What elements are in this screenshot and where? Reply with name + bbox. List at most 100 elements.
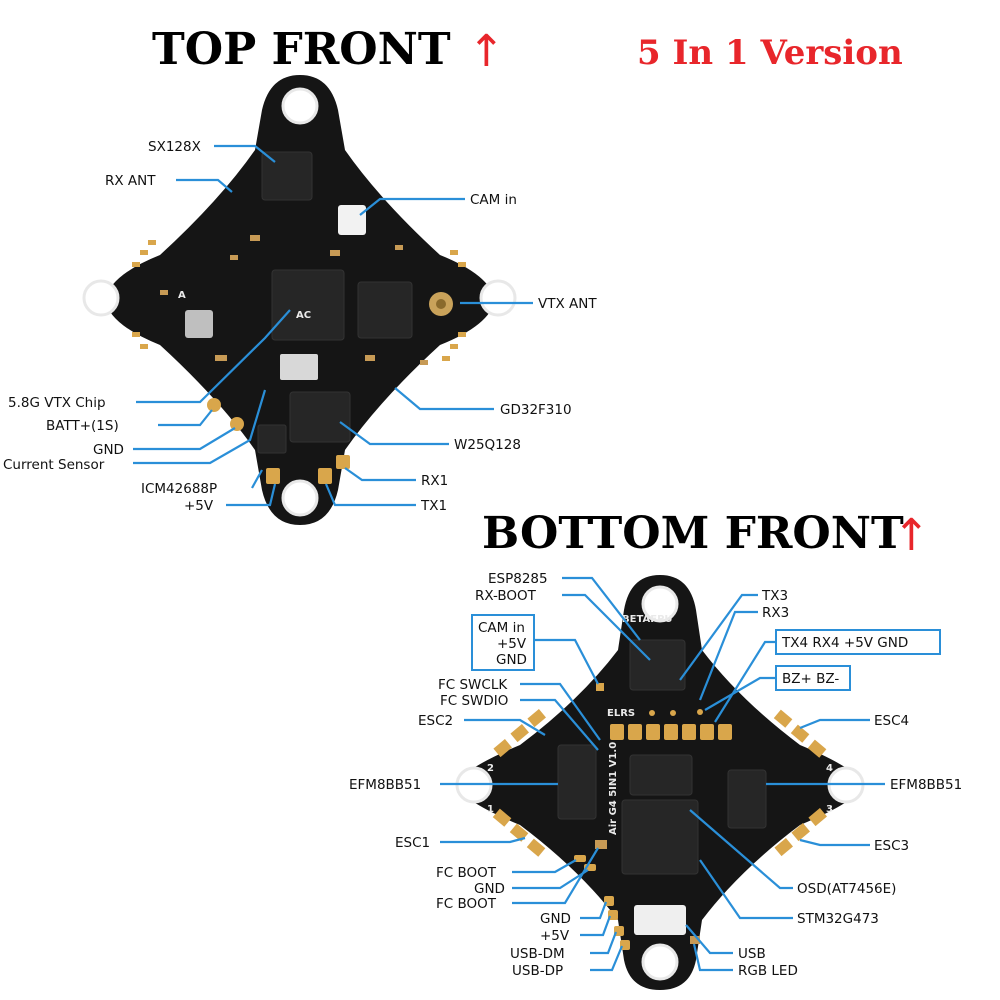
bottom-front-title: BOTTOM FRONT	[482, 508, 904, 559]
sx128x-chip	[261, 151, 313, 201]
bottom-mount-hole-top	[641, 585, 679, 623]
label-cam-in: CAM in	[470, 192, 517, 208]
bottom-front-arrow: ↑	[893, 510, 930, 561]
boot-button	[595, 840, 607, 849]
gd32-chip	[357, 281, 413, 339]
bottom-silk-elrs: ELRS	[607, 708, 635, 719]
label-gd32: GD32F310	[500, 402, 572, 418]
stm32-chip	[621, 799, 699, 875]
smd-part	[215, 355, 227, 361]
label-efm-right: EFM8BB51	[890, 777, 962, 793]
cam-pads	[596, 683, 604, 691]
label-icm: ICM42688P	[141, 481, 217, 497]
label-esc2: ESC2	[418, 713, 453, 729]
bottom-mount-hole-bottom	[641, 943, 679, 981]
crystal	[185, 310, 213, 338]
motor-1-silk: 1	[487, 804, 494, 815]
bz-pad	[697, 709, 703, 715]
fc-boot-pad	[574, 855, 586, 862]
label-fc-boot-1: FC BOOT	[436, 865, 497, 881]
usb-connector	[634, 905, 686, 935]
top-board: AC A	[82, 75, 517, 525]
label-efm-left: EFM8BB51	[349, 777, 421, 793]
esc3-pads	[774, 808, 827, 857]
label-cam-in-bottom: CAM in	[478, 620, 525, 636]
label-uart4: TX4 RX4 +5V GND	[781, 635, 908, 651]
label-fc-swdio: FC SWDIO	[440, 693, 508, 709]
5v-pad	[266, 468, 280, 484]
smd-part	[420, 360, 428, 365]
label-stm32: STM32G473	[797, 911, 879, 927]
top-mount-hole-bottom	[281, 479, 319, 517]
top-mount-hole-top	[281, 87, 319, 125]
vtx-chip	[271, 269, 345, 341]
tx1-pad	[318, 468, 332, 484]
label-osd: OSD(AT7456E)	[797, 881, 896, 897]
efm-right-chip	[727, 769, 767, 829]
rgb-led	[690, 936, 700, 944]
top-right-pads	[442, 250, 466, 361]
label-current-sensor: Current Sensor	[3, 457, 105, 473]
smd-part	[395, 245, 403, 250]
motor-3-silk: 3	[826, 804, 833, 815]
icm-chip	[257, 424, 287, 454]
label-esc1: ESC1	[395, 835, 430, 851]
gnd-pad	[230, 417, 244, 431]
smd-part	[330, 250, 340, 256]
rx3-pad	[670, 710, 676, 716]
top-front-title: TOP FRONT	[152, 24, 451, 75]
top-silk-ant: A	[178, 290, 186, 301]
label-esc4: ESC4	[874, 713, 909, 729]
label-bz: BZ+ BZ-	[782, 671, 839, 687]
label-5v-bottom: +5V	[540, 928, 570, 944]
bottom-board: BETAFPU ELRS Air G4 5IN1 V1.0 2 1 4 3	[455, 575, 865, 990]
label-w25q: W25Q128	[454, 437, 521, 453]
motor-4-silk: 4	[826, 763, 833, 774]
label-gnd-2: GND	[540, 911, 571, 927]
label-rgb-led: RGB LED	[738, 963, 798, 979]
label-cam-5v: +5V	[497, 636, 527, 652]
smd-part	[365, 355, 375, 361]
motor-2-silk: 2	[487, 763, 494, 774]
label-esp8285: ESP8285	[488, 571, 548, 587]
smd-part	[230, 255, 238, 260]
uart-pad-row	[610, 724, 732, 740]
bottom-silk-model: Air G4 5IN1 V1.0	[608, 742, 619, 835]
osd-chip	[629, 754, 693, 796]
top-mount-hole-right	[479, 279, 517, 317]
label-cam-gnd: GND	[496, 652, 527, 668]
label-usb-dm: USB-DM	[510, 946, 565, 962]
batt-pad	[207, 398, 221, 412]
smd-part	[250, 235, 260, 241]
label-esc3: ESC3	[874, 838, 909, 854]
w25q-chip	[289, 391, 351, 443]
label-rx1: RX1	[421, 473, 448, 489]
top-mount-hole-left	[82, 279, 120, 317]
efm-left-chip	[557, 744, 597, 820]
cam-connector	[338, 205, 366, 235]
top-left-pads	[132, 240, 156, 349]
label-gnd-1: GND	[474, 881, 505, 897]
label-tx3: TX3	[761, 588, 788, 604]
rx1-pad	[336, 455, 350, 469]
label-fc-swclk: FC SWCLK	[438, 677, 508, 693]
label-vtx-ant: VTX ANT	[538, 296, 597, 312]
label-fc-boot-2: FC BOOT	[436, 896, 497, 912]
esc4-pads	[773, 709, 827, 758]
label-usb-dp: USB-DP	[512, 963, 563, 979]
label-rx3: RX3	[762, 605, 789, 621]
version-label: 5 In 1 Version	[637, 33, 903, 73]
top-front-arrow: ↑	[468, 26, 505, 77]
bottom-leaders	[440, 576, 941, 972]
label-5v: +5V	[184, 498, 214, 514]
cam-in-box	[471, 614, 535, 671]
tx3-pad	[649, 710, 655, 716]
smd-part	[160, 290, 168, 295]
esc2-pads	[493, 709, 546, 758]
bottom-labels: ESP8285 RX-BOOT CAM in +5V GND FC SWCLK …	[349, 571, 962, 979]
label-batt: BATT+(1S)	[46, 418, 119, 434]
label-sx128x: SX128X	[148, 139, 201, 155]
label-vtx-chip: 5.8G VTX Chip	[8, 395, 106, 411]
